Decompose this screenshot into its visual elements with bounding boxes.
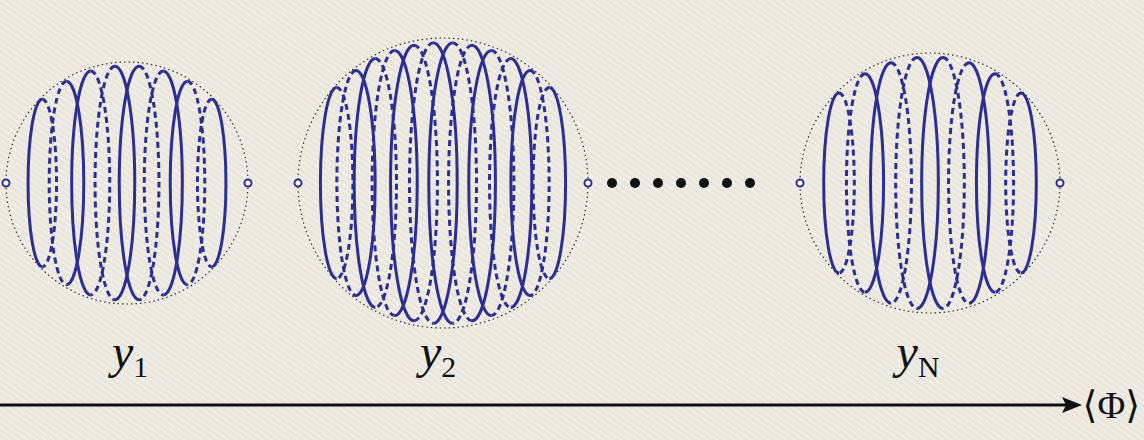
- ring-front: [530, 70, 549, 295]
- ring-back: [896, 58, 917, 309]
- ring-back: [469, 50, 492, 315]
- ring-front: [163, 71, 182, 295]
- sphere-label: yN: [897, 328, 940, 382]
- ring-back: [170, 81, 187, 284]
- sphere-outline: [800, 53, 1060, 313]
- ring-back: [95, 66, 115, 300]
- pole-point: [585, 180, 592, 187]
- ring-front: [969, 63, 989, 304]
- ring-back: [119, 66, 139, 300]
- ring-front: [212, 99, 226, 267]
- ellipsis-dot: [676, 178, 686, 188]
- ring-front: [188, 81, 205, 284]
- pole-point: [3, 180, 10, 187]
- axis-line: [0, 404, 1070, 407]
- pole-point: [295, 180, 302, 187]
- ring-front: [549, 87, 565, 278]
- sphere-label: y1: [112, 328, 148, 382]
- sphere-outline: [6, 62, 248, 304]
- ring-back: [1006, 93, 1021, 273]
- ring-back: [354, 59, 375, 308]
- sphere-label: y2: [420, 328, 456, 382]
- axis-label: ⟨Φ⟩: [1083, 386, 1140, 424]
- ring-back: [976, 74, 995, 292]
- axis-arrowhead: [1062, 397, 1082, 413]
- pole-point: [1057, 180, 1064, 187]
- ring-back: [511, 70, 530, 295]
- ring-back: [320, 87, 336, 278]
- ellipsis-dot: [699, 178, 709, 188]
- ring-back: [197, 99, 211, 267]
- pole-point: [245, 180, 252, 187]
- sphere-outline: [298, 38, 588, 328]
- ring-front: [337, 87, 353, 278]
- ring-back: [871, 63, 891, 304]
- ring-back: [28, 99, 42, 267]
- ring-back: [72, 71, 91, 295]
- ring-back: [922, 58, 943, 309]
- ellipsis-dot: [745, 178, 755, 188]
- ring-front: [511, 59, 532, 308]
- ring-back: [824, 93, 839, 273]
- pole-point: [797, 180, 804, 187]
- ring-back: [144, 71, 163, 295]
- ring-back: [49, 81, 66, 284]
- ellipsis-dot: [630, 178, 640, 188]
- ring-back: [949, 63, 969, 304]
- ring-back: [490, 59, 511, 308]
- ring-back: [533, 87, 549, 278]
- ring-front: [1021, 93, 1036, 273]
- ellipsis-dot: [653, 178, 663, 188]
- ring-back: [846, 74, 865, 292]
- ellipsis-dot: [607, 178, 617, 188]
- ellipsis-dot: [722, 178, 732, 188]
